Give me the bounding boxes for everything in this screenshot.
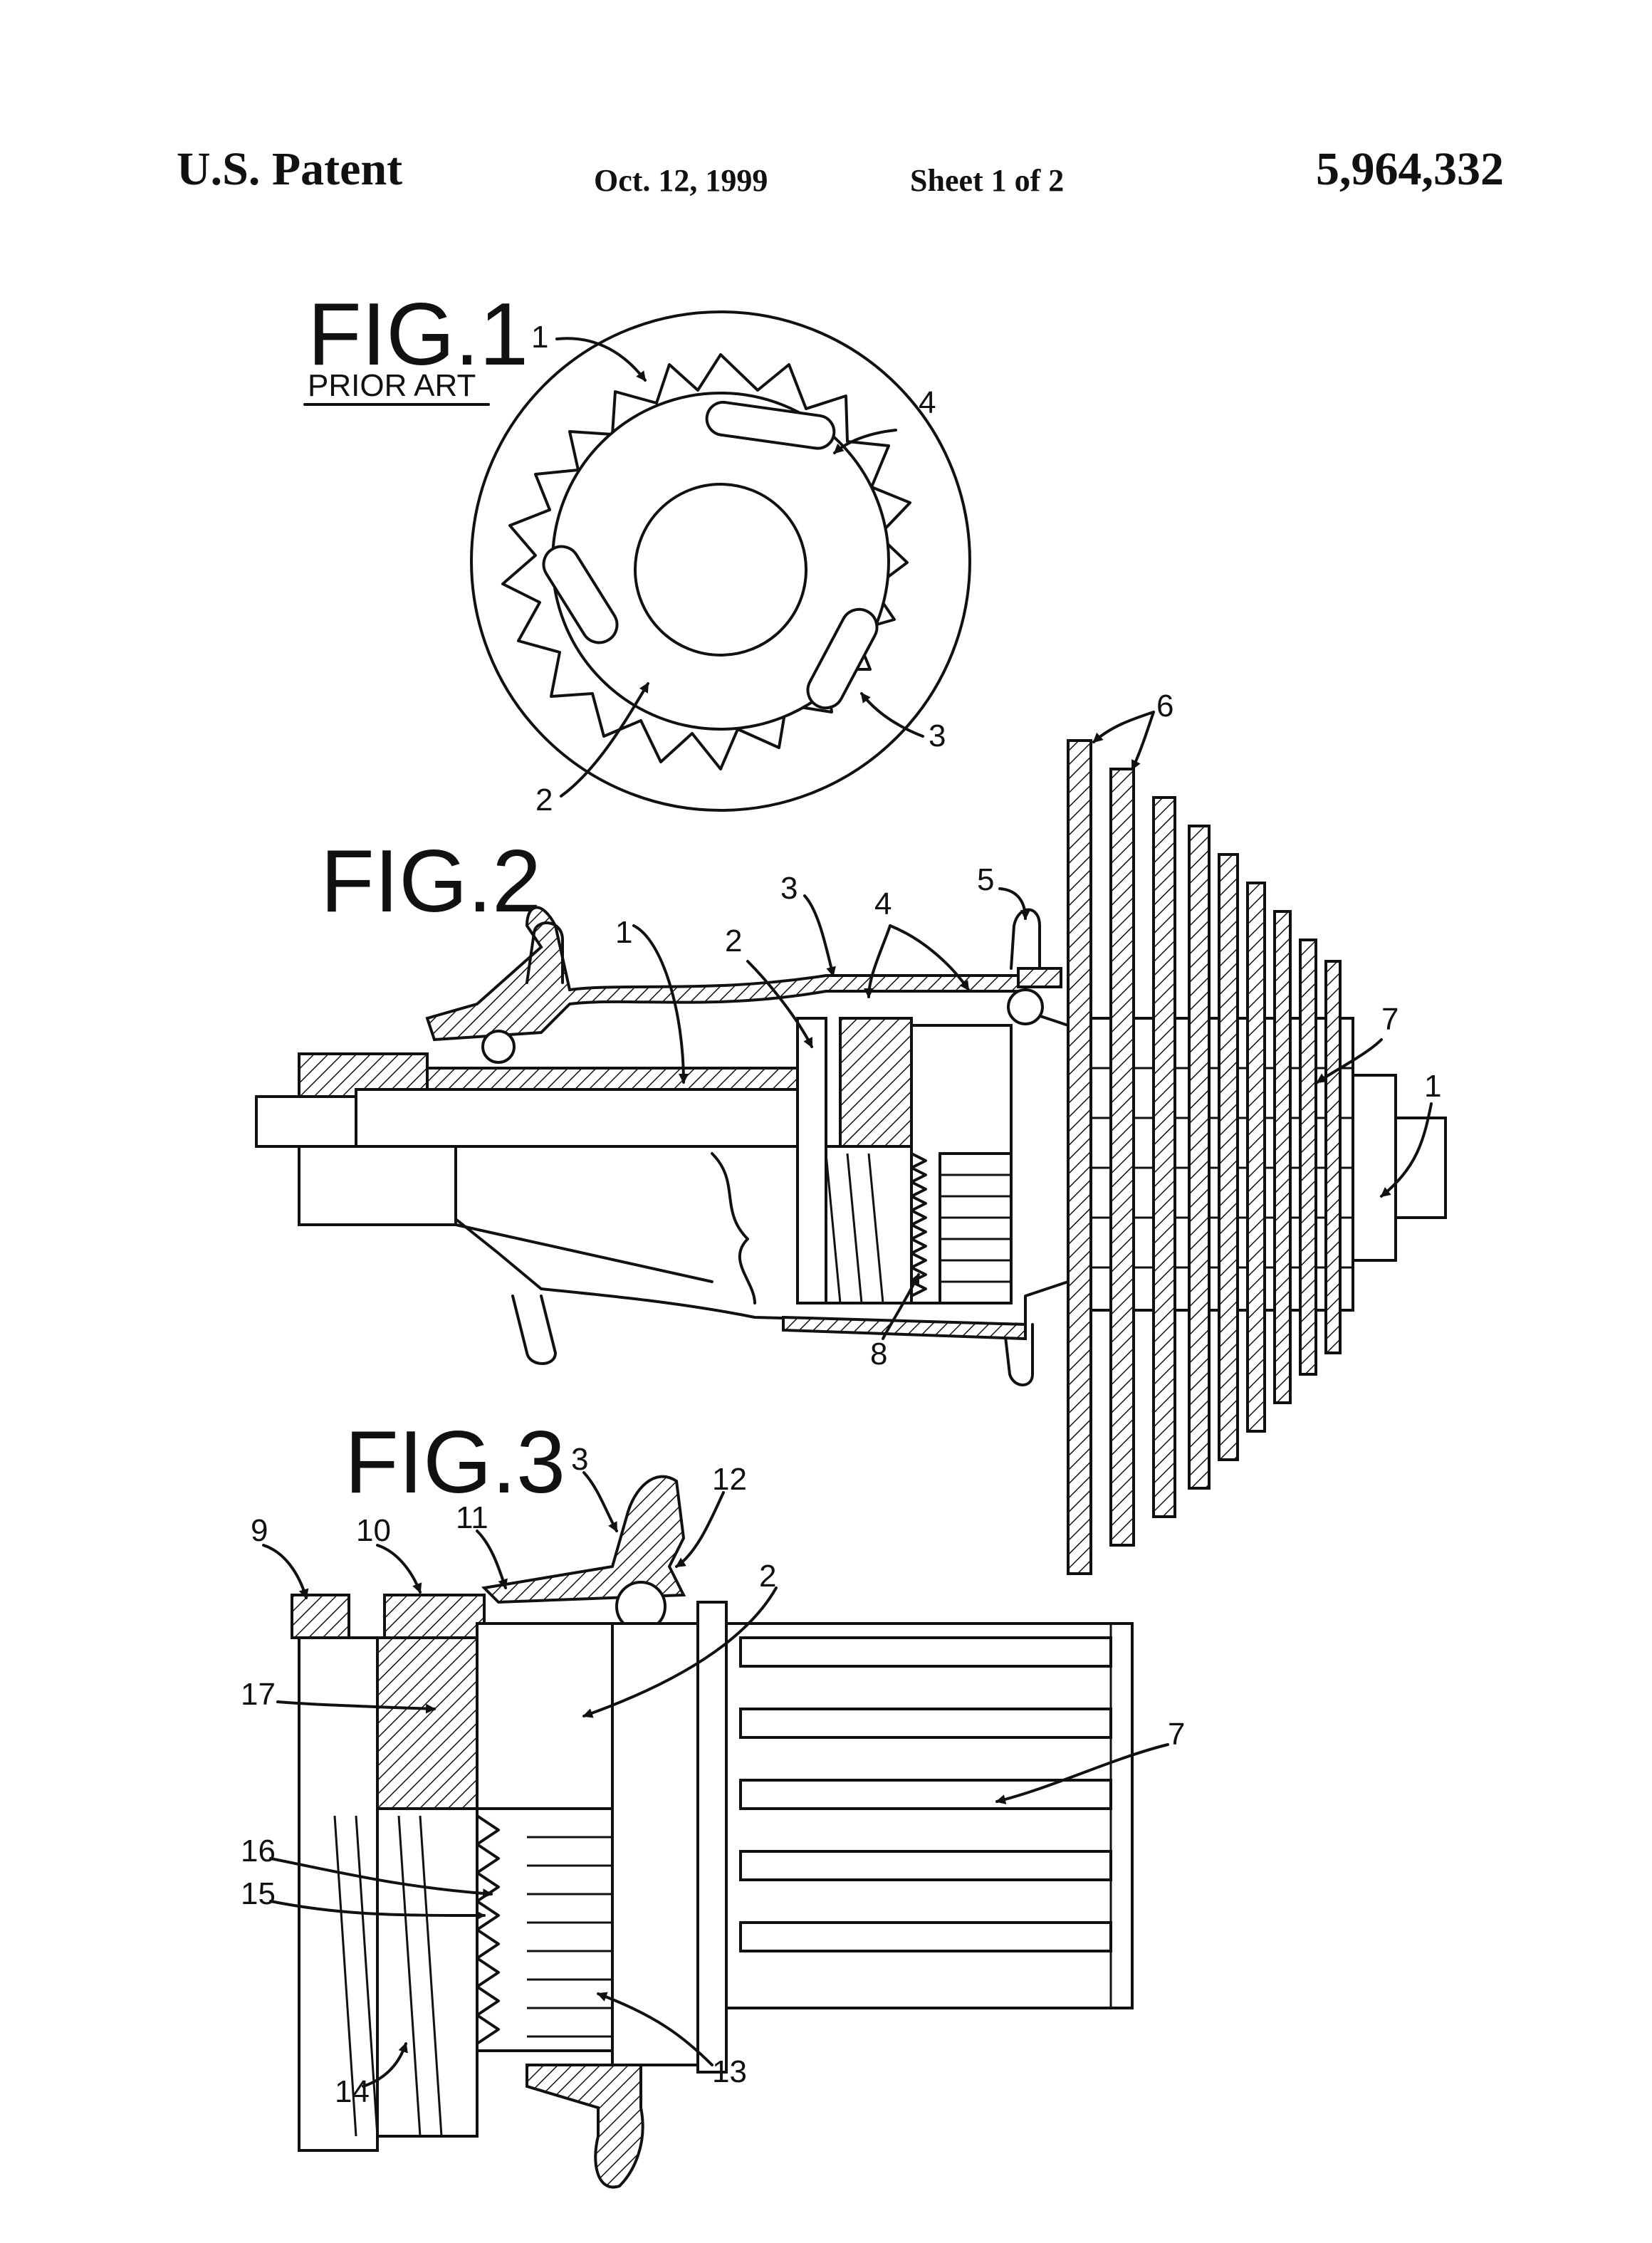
fig2-ratchet-teeth: [910, 1152, 927, 1297]
fig2-break-line: [711, 1152, 756, 1305]
fig3-ring-lines: [527, 1836, 612, 2038]
fig3-driver-outer: [611, 1622, 699, 2066]
fig2-axle-body: [355, 1088, 799, 1148]
fig3-cassette-splines: [739, 1624, 1112, 2008]
fig3-ratchet-teeth: [476, 1814, 500, 2045]
fig3-ref-13: 13: [712, 2054, 747, 2089]
fig2-driver-helical-spline: [839, 1017, 913, 1148]
fig3-ref-14: 14: [335, 2074, 370, 2109]
fig2-body-outline: [426, 981, 1070, 1326]
fig3-hub-flange-bottom: [526, 2064, 644, 2189]
fig2-right-lower-flange: [1003, 1323, 1034, 1386]
fig3-cassette-shoulder: [696, 1601, 728, 2074]
fig2-driver-ring: [939, 1152, 1013, 1305]
fig3-ref-2: 2: [759, 1559, 776, 1594]
fig1-ref-2: 2: [535, 783, 553, 817]
fig2-ref-6: 6: [1156, 689, 1173, 723]
fig3-ref-7: 7: [1168, 1717, 1185, 1752]
fig3-ref-9: 9: [251, 1513, 268, 1548]
fig3-label: FIG.3: [345, 1413, 565, 1512]
fig2-lower-hub-end: [298, 1145, 457, 1226]
fig3-helical-spline: [376, 1636, 479, 1810]
fig3-seal-housing: [383, 1594, 486, 1639]
fig2-left-bearing-ball: [481, 1030, 516, 1064]
fig2-hub-cutaway: [454, 1145, 713, 1283]
fig3-ref-17: 17: [241, 1677, 276, 1712]
fig3-leaders: [262, 1471, 1169, 2088]
header-patent-label: U.S. Patent: [177, 143, 403, 195]
fig3-ref-16: 16: [241, 1834, 276, 1868]
fig3-hub-shell-top: [481, 1475, 686, 1604]
figure-3: FIG.3: [241, 1413, 1185, 2189]
fig3-driver-lower: [376, 1807, 479, 2138]
fig2-axle-left-end: [255, 1095, 357, 1148]
fig2-ref-4: 4: [874, 887, 892, 921]
fig2-axle-right-end: [1394, 1117, 1447, 1219]
fig1-axle-bore: [634, 483, 807, 657]
fig2-hub-shell: [425, 906, 1027, 1042]
fig2-ref-1-right: 1: [1424, 1069, 1441, 1104]
figure-1: FIG.1 PRIOR ART 1 4 3 2: [303, 286, 971, 817]
fig1-outer-housing: [470, 310, 971, 812]
fig2-driver-seal: [796, 1017, 827, 1305]
fig2-right-flange: [1010, 908, 1041, 970]
fig2-label: FIG.2: [320, 832, 541, 931]
fig1-ref-3: 3: [929, 718, 946, 753]
fig2-ref-8: 8: [870, 1337, 887, 1371]
fig2-ref-1-left: 1: [615, 915, 632, 950]
fig3-ref-10: 10: [356, 1513, 391, 1548]
fig2-axle-hatched: [426, 1067, 799, 1091]
fig2-lower-flange: [511, 1295, 557, 1365]
fig1-ref-1: 1: [531, 320, 548, 355]
fig2-right-bearing-ball: [1007, 988, 1044, 1025]
header-date: Oct. 12, 1999: [594, 163, 768, 198]
header-sheet: Sheet 1 of 2: [910, 163, 1065, 198]
fig2-ref-2: 2: [725, 924, 742, 958]
fig2-lower-wall: [782, 1315, 1027, 1341]
figure-2: FIG.2: [255, 689, 1447, 1575]
fig2-driver-ramp-lines: [825, 1153, 884, 1304]
fig3-end-cap: [298, 1636, 379, 2152]
fig1-prior-art-label: PRIOR ART: [308, 368, 476, 403]
header-patent-number: 5,964,332: [1316, 143, 1504, 195]
fig2-leaders: [632, 711, 1433, 1340]
fig2-ref-3: 3: [780, 871, 798, 906]
fig3-ref-12: 12: [712, 1462, 747, 1497]
fig2-driver-lower: [825, 1145, 913, 1305]
fig2-upper-flange: [526, 921, 564, 984]
fig3-lock-ring: [291, 1594, 350, 1639]
fig1-ref-4: 4: [919, 385, 936, 420]
fig3-ref-11: 11: [456, 1500, 488, 1535]
fig2-right-lock-nut: [1352, 1074, 1397, 1262]
fig2-ref-5: 5: [977, 862, 994, 897]
fig2-ref-7: 7: [1381, 1002, 1399, 1037]
fig2-sprockets: [1067, 739, 1342, 1575]
fig1-label: FIG.1: [308, 286, 528, 384]
fig2-right-bearing-cup: [1017, 967, 1062, 988]
fig3-ref-15: 15: [241, 1876, 276, 1911]
fig2-driver-ring-lines: [940, 1173, 1011, 1283]
fig3-ref-3: 3: [571, 1442, 588, 1477]
fig1-pawls: [542, 400, 879, 710]
fig1-leaders: [555, 337, 924, 798]
